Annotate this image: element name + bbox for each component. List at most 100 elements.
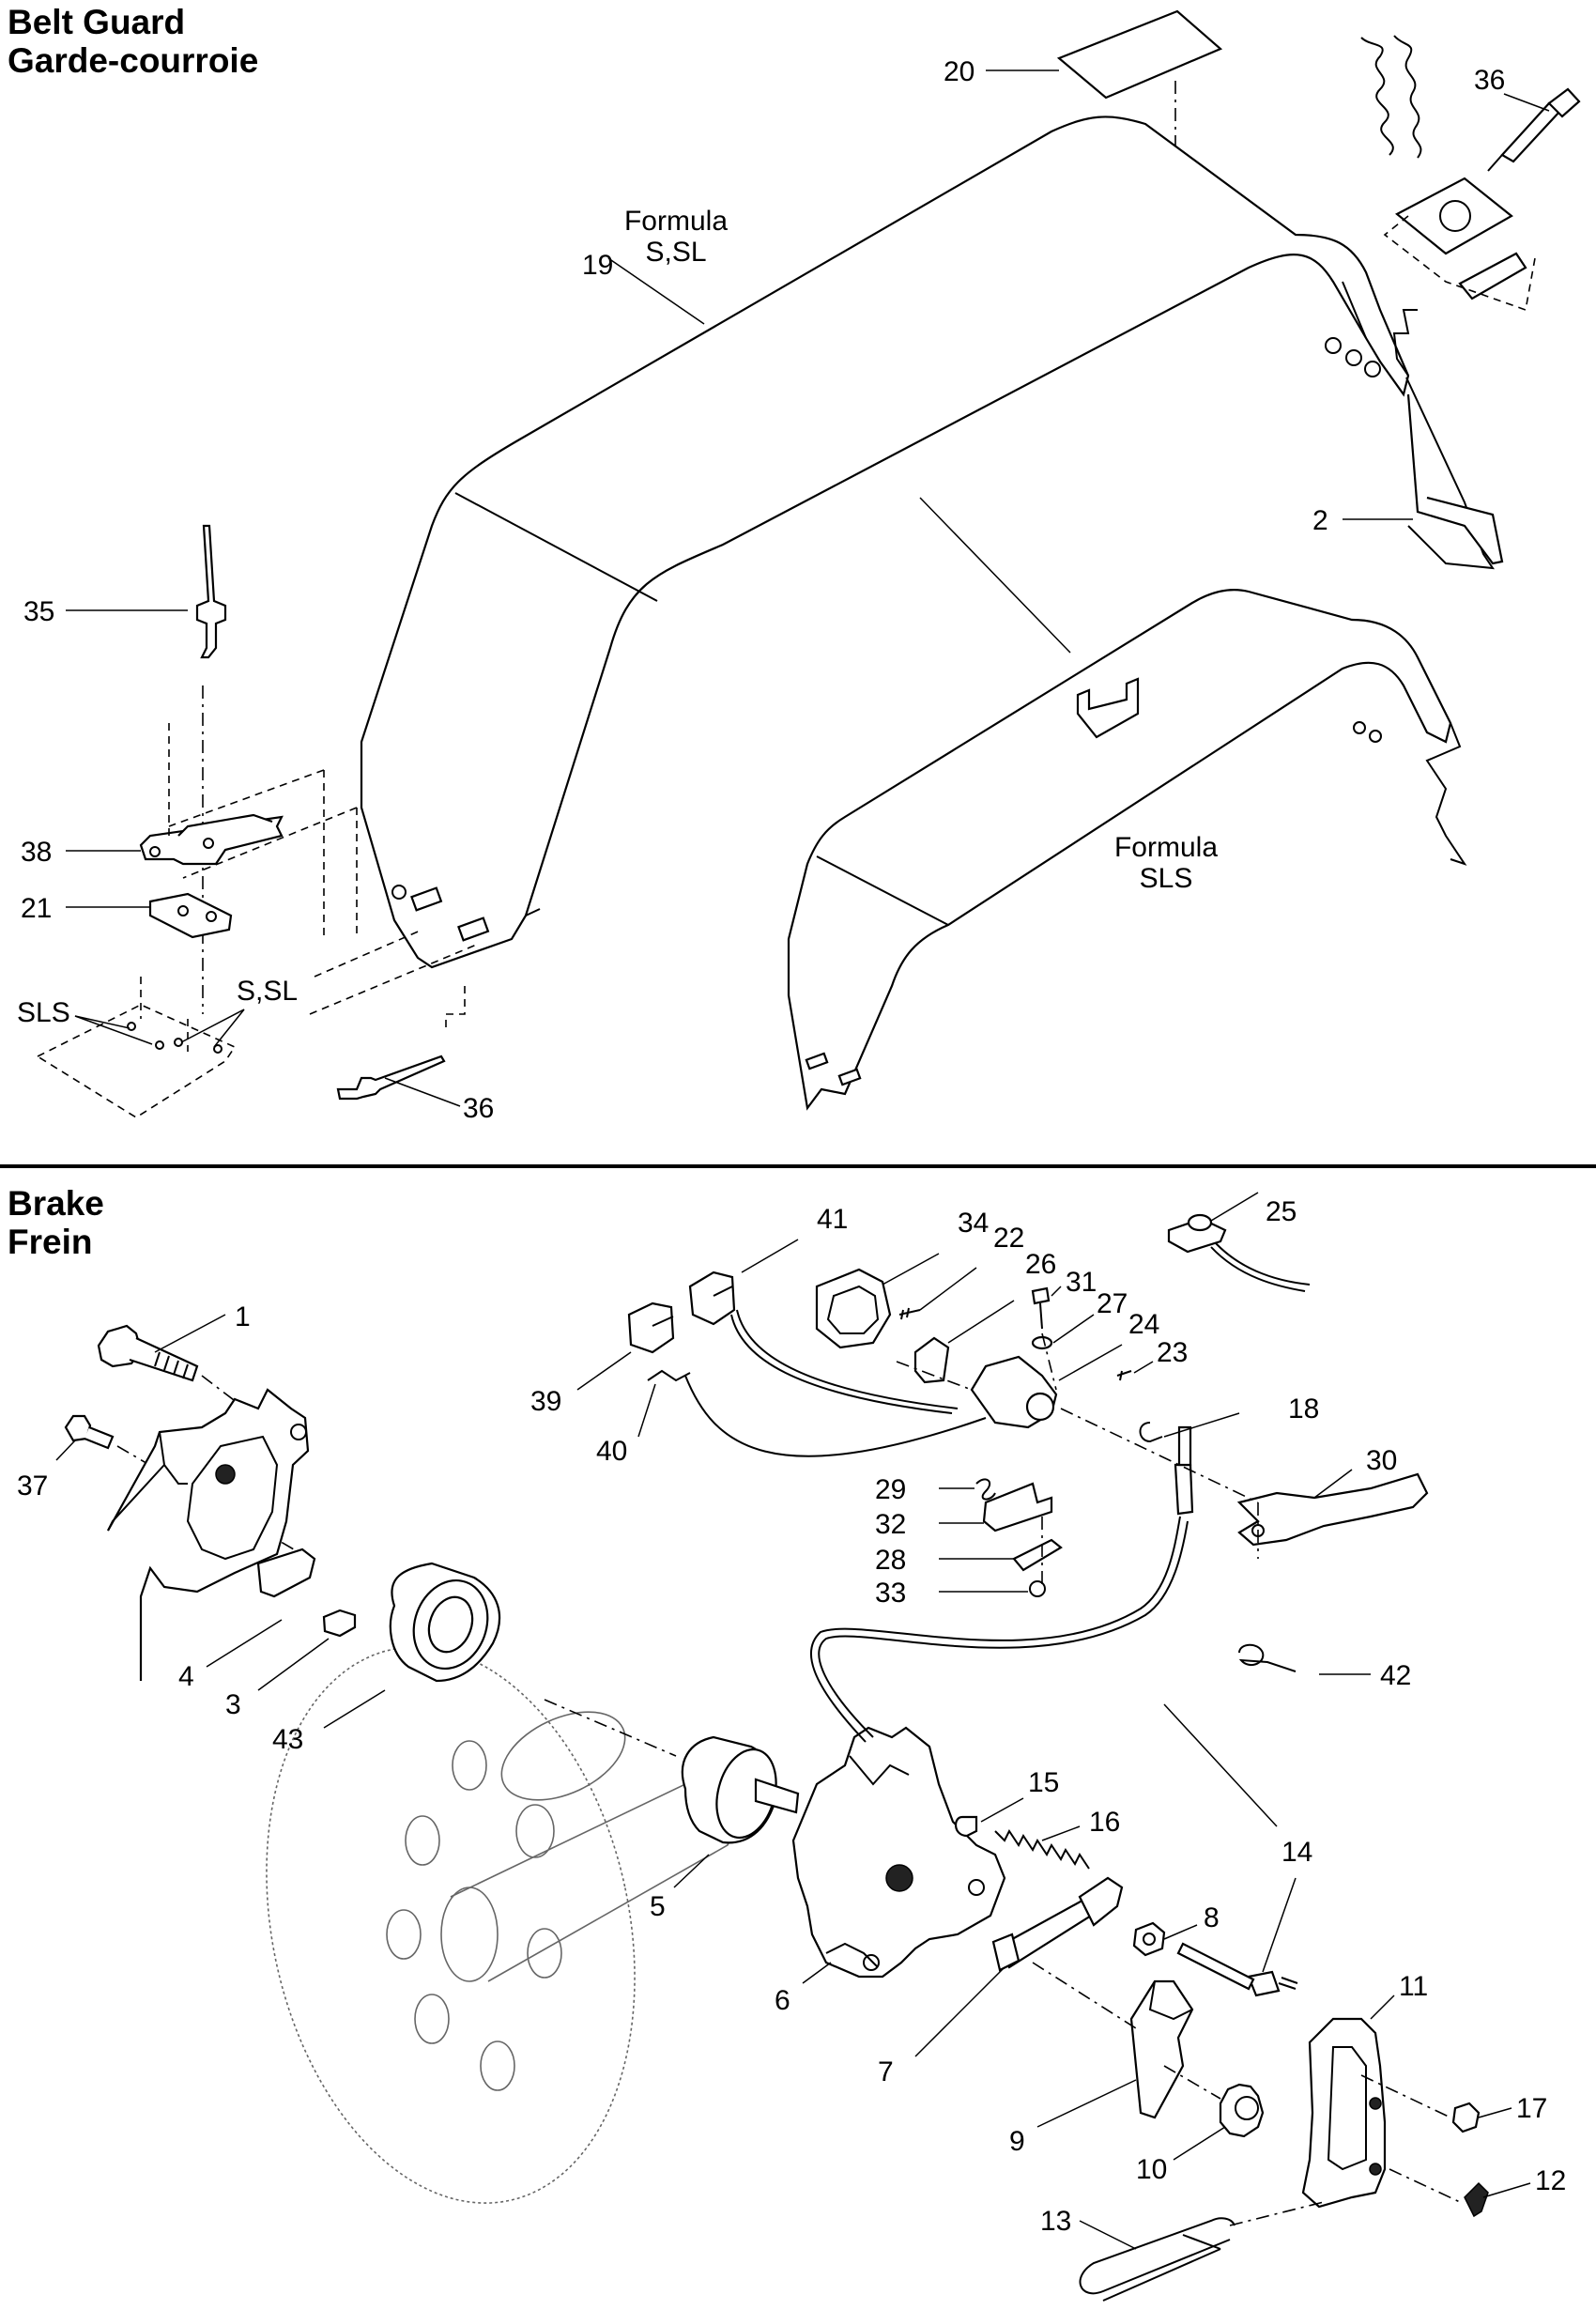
- svg-text:42: 42: [1380, 1660, 1411, 1691]
- part-10-knob: [1219, 2083, 1265, 2138]
- svg-text:11: 11: [1399, 1971, 1428, 2002]
- callout-6: 6: [775, 1962, 832, 2016]
- part-39-connector: [627, 1301, 675, 1354]
- part-41-connector: [688, 1270, 736, 1326]
- svg-text:23: 23: [1157, 1337, 1188, 1368]
- part-3-screw: [322, 1609, 357, 1638]
- part-40-wire-clip: [647, 1369, 691, 1382]
- callout-43: 43: [272, 1689, 386, 1755]
- part-11-handle-housing: [1301, 2017, 1387, 2209]
- callout-3: 3: [225, 1638, 330, 1720]
- hole-label-sls: SLS: [17, 997, 70, 1028]
- svg-text:29: 29: [875, 1474, 906, 1505]
- part-29-spring: [975, 1478, 996, 1501]
- hole-label-s-sl: S,SL: [237, 976, 298, 1007]
- svg-text:38: 38: [21, 837, 52, 868]
- callout-20: 20: [944, 56, 1059, 87]
- callout-18: 18: [1163, 1394, 1319, 1438]
- svg-text:21: 21: [21, 893, 52, 924]
- svg-text:12: 12: [1535, 2165, 1566, 2196]
- brake-title-en: Brake: [8, 1184, 104, 1223]
- callout-39: 39: [530, 1351, 632, 1417]
- svg-text:13: 13: [1040, 2206, 1071, 2237]
- callout-11: 11: [1370, 1971, 1428, 2020]
- callout-41: 41: [741, 1204, 848, 1273]
- callout-15: 15: [980, 1767, 1059, 1823]
- svg-text:34: 34: [958, 1208, 989, 1239]
- part-25-switch: [1167, 1213, 1311, 1292]
- part-13-hairpin: [1079, 2217, 1235, 2302]
- callout-9: 9: [1009, 2079, 1137, 2157]
- callout-26: 26: [947, 1249, 1056, 1344]
- part-32-lever: [982, 1482, 1053, 1532]
- brake-disc: [266, 1646, 733, 2204]
- belt-guard-title-fr: Garde-courroie: [8, 41, 258, 80]
- part-18-clip: [1139, 1422, 1163, 1443]
- svg-text:31: 31: [1066, 1267, 1097, 1298]
- svg-text:SLS: SLS: [1140, 863, 1193, 894]
- svg-text:19: 19: [582, 250, 613, 281]
- svg-text:14: 14: [1281, 1837, 1312, 1868]
- callout-12: 12: [1482, 2165, 1566, 2198]
- svg-text:39: 39: [530, 1386, 561, 1417]
- part-26-bracket: [913, 1336, 950, 1384]
- part-5-brake-pad: [544, 1699, 800, 1844]
- callout-1: 1: [154, 1301, 251, 1353]
- part-21-plate: [148, 892, 233, 939]
- callout-5: 5: [650, 1854, 710, 1922]
- mounting-base-dashed: [36, 929, 480, 1118]
- callout-2: 2: [1312, 505, 1413, 536]
- part-33-washer: [1029, 1580, 1046, 1597]
- callout-30: 30: [1313, 1445, 1397, 1499]
- part-27-washer: [1031, 1335, 1053, 1350]
- callout-36-bottom: 36: [384, 1077, 494, 1124]
- caliper-bracket: [107, 1388, 316, 1681]
- part-36-rivet-top: [1360, 35, 1581, 312]
- part-19-belt-guard-s-sl: [360, 116, 1496, 969]
- svg-text:7: 7: [878, 2056, 894, 2087]
- part-14-cable: [809, 1425, 1298, 1997]
- callout-4: 4: [178, 1619, 283, 1692]
- part-38-plate: [139, 723, 358, 939]
- part-17-nut: [1451, 2102, 1481, 2133]
- svg-text:Formula: Formula: [1114, 832, 1218, 863]
- svg-text:30: 30: [1366, 1445, 1397, 1476]
- part-12-clip: [1464, 2181, 1489, 2218]
- part-23-screw: [1116, 1370, 1132, 1381]
- svg-text:40: 40: [596, 1436, 627, 1467]
- callout-24: 24: [1058, 1309, 1159, 1381]
- callout-31: 31: [1051, 1267, 1097, 1298]
- callout-32: 32: [875, 1509, 984, 1540]
- callout-14: 14: [1163, 1703, 1312, 1973]
- callout-22: 22: [919, 1223, 1024, 1311]
- svg-text:17: 17: [1516, 2093, 1547, 2124]
- part-24-switch-housing: [970, 1355, 1058, 1429]
- part-28-plate: [1012, 1538, 1063, 1572]
- svg-text:35: 35: [23, 596, 54, 627]
- variant-label-sls: Formula SLS: [1114, 832, 1218, 894]
- part-36-rivet-bottom: [336, 986, 466, 1101]
- callout-36-top: 36: [1474, 65, 1550, 112]
- callout-16: 16: [1041, 1807, 1120, 1841]
- svg-text:41: 41: [817, 1204, 848, 1235]
- callout-38: 38: [21, 837, 141, 868]
- callout-19: 19: [582, 250, 705, 325]
- callout-21: 21: [21, 893, 150, 924]
- callout-17: 17: [1478, 2093, 1547, 2124]
- callout-27: 27: [1052, 1288, 1128, 1344]
- callout-7: 7: [878, 1966, 1005, 2087]
- svg-text:36: 36: [463, 1093, 494, 1124]
- brake-title-fr: Frein: [8, 1223, 92, 1261]
- svg-text:3: 3: [225, 1689, 241, 1720]
- callout-42: 42: [1319, 1660, 1411, 1691]
- svg-text:24: 24: [1128, 1309, 1159, 1340]
- svg-text:28: 28: [875, 1545, 906, 1576]
- part-34-grip-cover: [815, 1268, 892, 1349]
- svg-text:S,SL: S,SL: [645, 237, 706, 268]
- belt-guard-sls: [787, 589, 1467, 1111]
- belt-guard-title-en: Belt Guard: [8, 3, 185, 41]
- part-30-brake-lever: [1236, 1472, 1429, 1547]
- svg-text:32: 32: [875, 1509, 906, 1540]
- part-31-screw: [1031, 1286, 1051, 1330]
- callout-23: 23: [1133, 1337, 1188, 1374]
